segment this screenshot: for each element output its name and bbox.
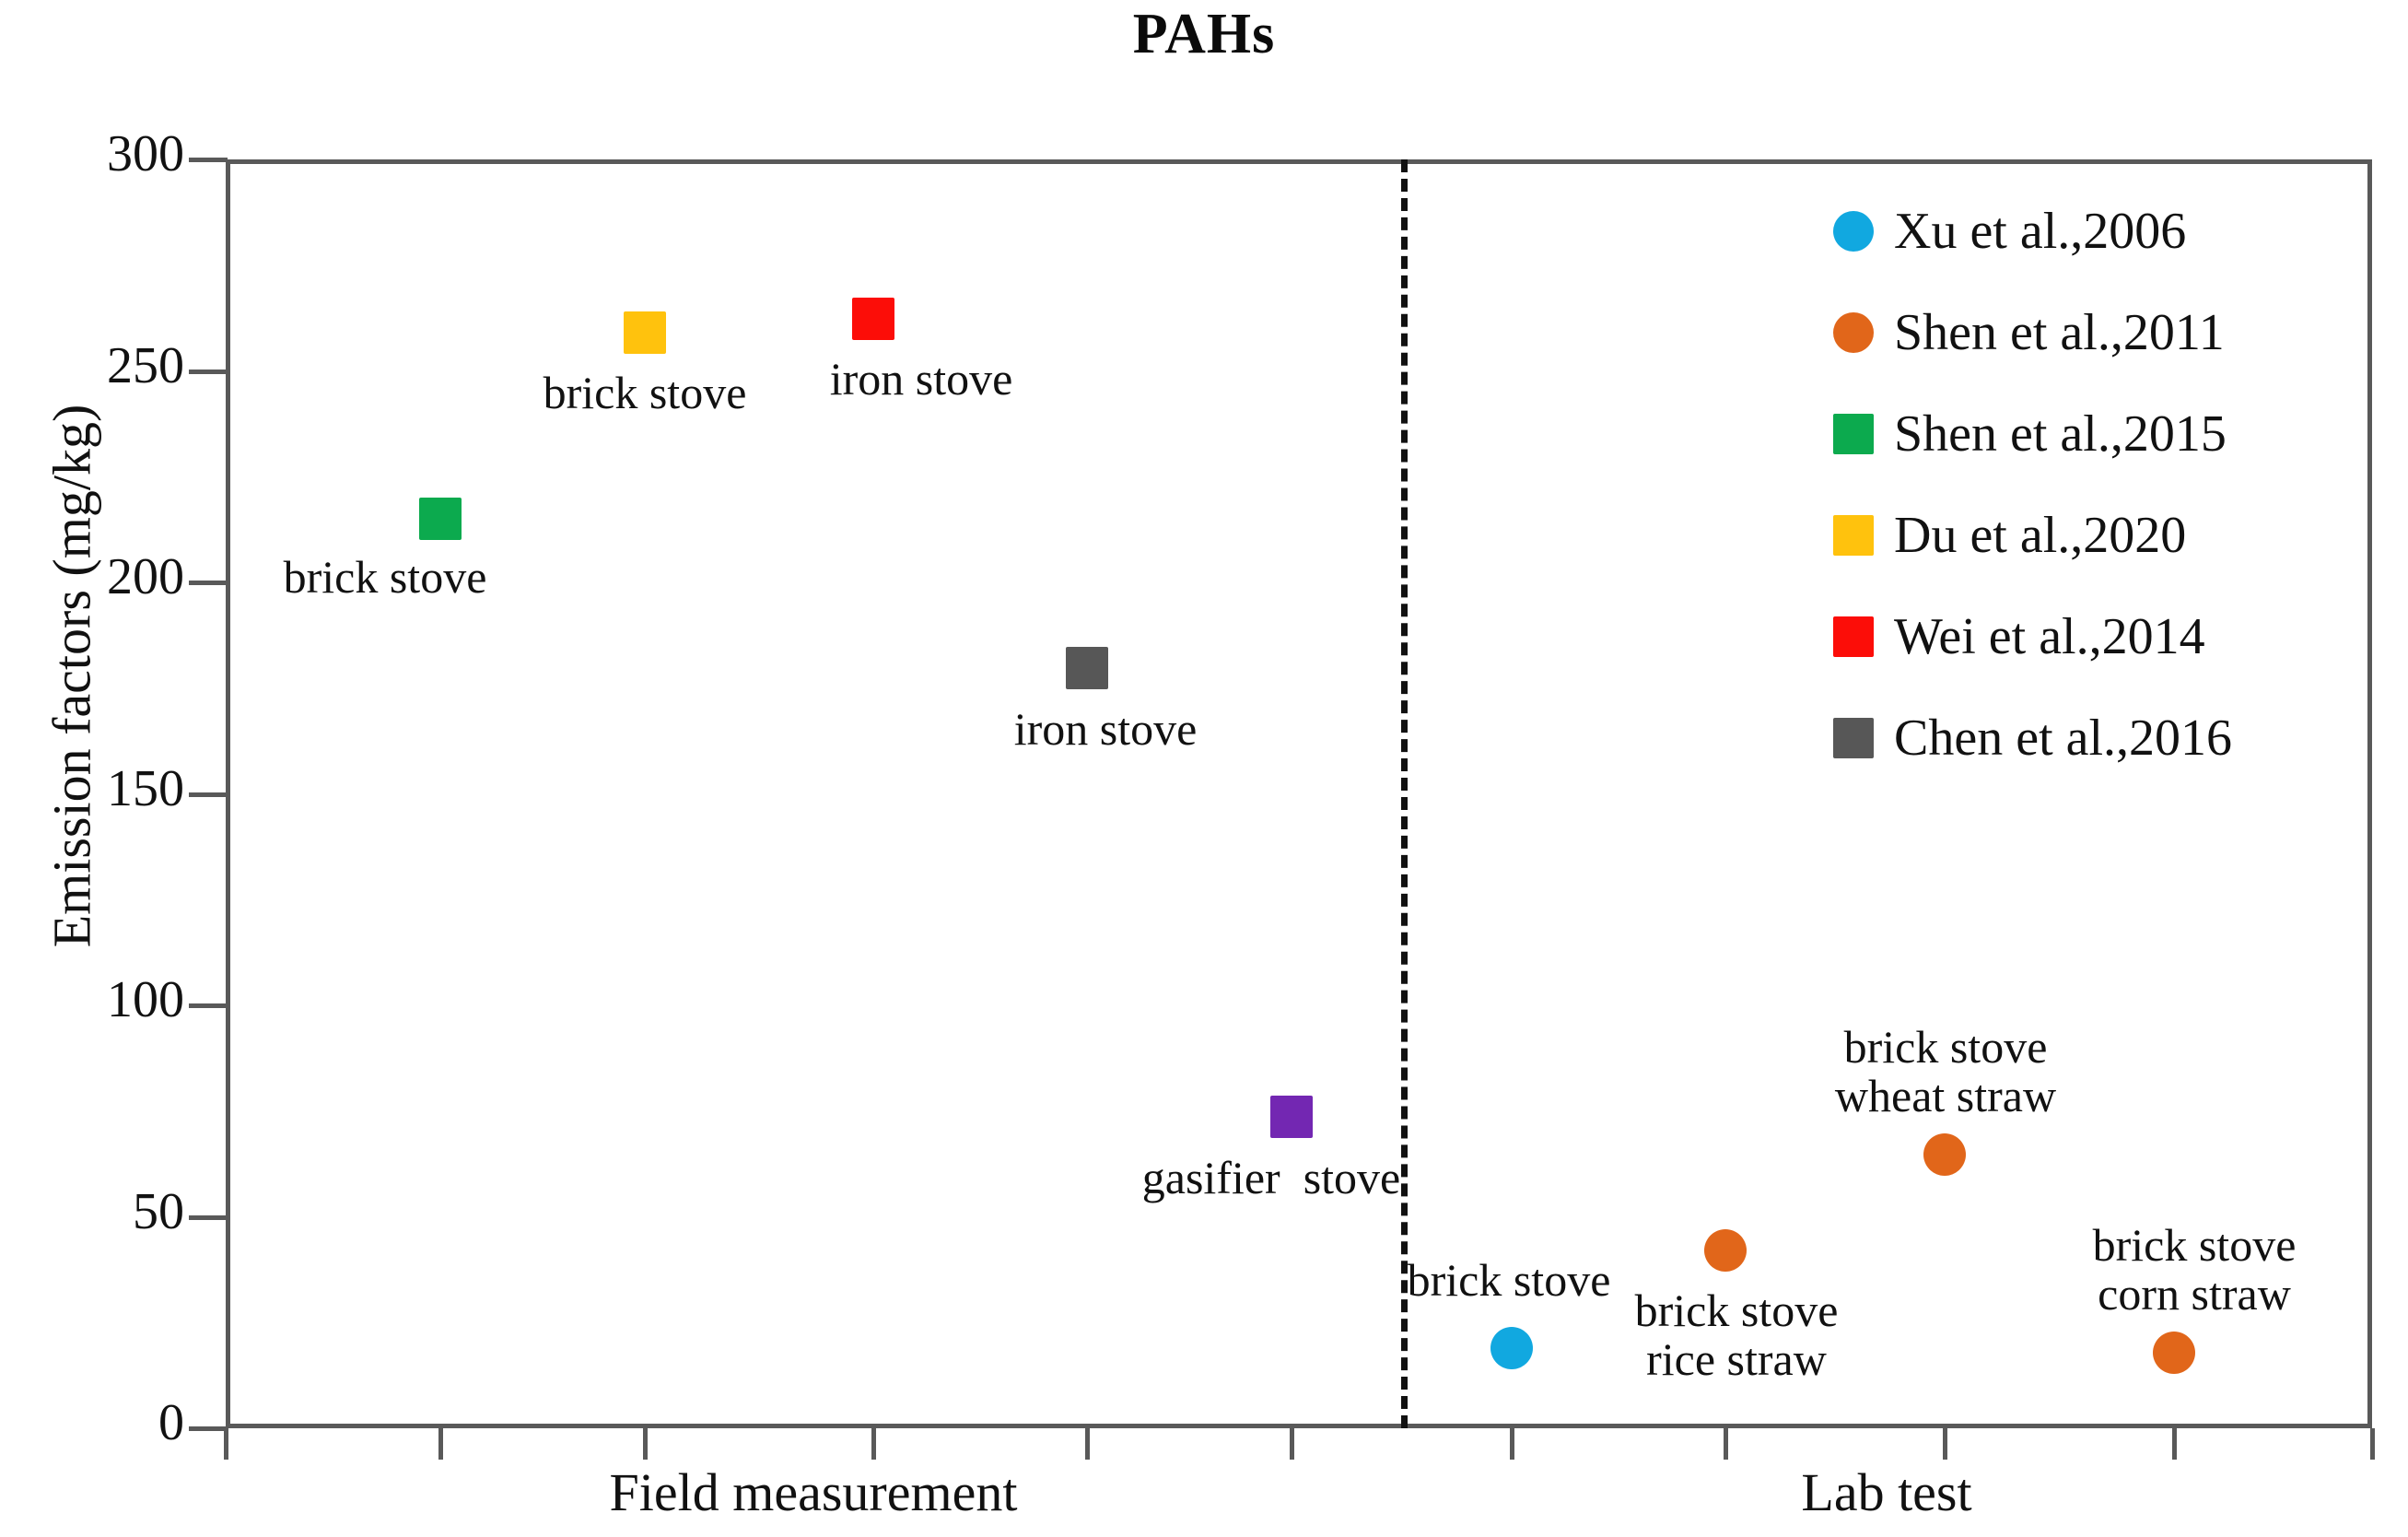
legend-item[interactable]: Chen et al.,2016	[1833, 687, 2386, 789]
legend-square-icon	[1833, 414, 1874, 454]
x-axis-tick-mark	[1085, 1428, 1090, 1460]
legend-circle-icon	[1833, 312, 1874, 353]
data-point-marker[interactable]	[1490, 1327, 1533, 1369]
x-axis-tick-mark	[643, 1428, 648, 1460]
group-divider-dashed-line	[1401, 159, 1408, 1428]
y-axis-tick-label: 50	[133, 1182, 184, 1240]
legend-item-label: Wei et al.,2014	[1894, 608, 2205, 665]
legend-item[interactable]: Wei et al.,2014	[1833, 586, 2386, 687]
x-axis-tick-mark	[1943, 1428, 1947, 1460]
legend-item-label: Du et al.,2020	[1894, 507, 2187, 564]
data-point-marker[interactable]	[1066, 647, 1108, 689]
data-point-marker[interactable]	[2153, 1332, 2195, 1374]
x-axis-tick-mark	[2172, 1428, 2177, 1460]
y-axis-tick-mark	[189, 1214, 228, 1220]
x-axis-tick-mark	[2370, 1428, 2375, 1460]
data-point-marker[interactable]	[852, 298, 894, 340]
x-axis-tick-mark	[871, 1428, 876, 1460]
y-axis-tick-mark	[189, 1003, 228, 1008]
data-point-label: brick stove	[283, 551, 487, 603]
data-point-label: brick stove	[543, 367, 747, 418]
legend-square-icon	[1833, 616, 1874, 657]
y-axis-tick-label: 300	[107, 125, 184, 182]
legend-item-label: Shen et al.,2011	[1894, 304, 2225, 361]
x-axis-group-label: Field measurement	[609, 1462, 1018, 1522]
legend-item[interactable]: Shen et al.,2015	[1833, 383, 2386, 485]
data-point-label: brick stove	[1407, 1254, 1611, 1306]
data-point-label: brick stove wheat straw	[1834, 1021, 2057, 1121]
legend-circle-icon	[1833, 211, 1874, 252]
y-axis-tick-label: 200	[107, 548, 184, 605]
x-axis-tick-mark	[1290, 1428, 1294, 1460]
legend-item[interactable]: Xu et al.,2006	[1833, 181, 2386, 282]
data-point-label: brick stove rice straw	[1634, 1285, 1839, 1385]
data-point-marker[interactable]	[419, 498, 462, 540]
y-axis-tick-mark	[189, 369, 228, 374]
legend-item-label: Chen et al.,2016	[1894, 710, 2233, 767]
y-axis-tick-mark	[189, 1426, 228, 1431]
x-axis-tick-mark	[224, 1428, 228, 1460]
plot-area	[226, 159, 2372, 1428]
y-axis-tick-label: 0	[158, 1394, 184, 1451]
x-axis-tick-mark	[1510, 1428, 1514, 1460]
y-axis-tick-mark	[189, 792, 228, 797]
data-point-label: brick stove corn straw	[2092, 1219, 2297, 1320]
data-point-marker[interactable]	[624, 311, 666, 354]
x-axis-group-label: Lab test	[1801, 1462, 1972, 1522]
x-axis-tick-mark	[438, 1428, 443, 1460]
legend-item[interactable]: Shen et al.,2011	[1833, 282, 2386, 383]
data-point-label: iron stove	[1013, 703, 1198, 755]
y-axis-tick-label: 100	[107, 971, 184, 1028]
legend-item-label: Xu et al.,2006	[1894, 203, 2187, 260]
legend-square-icon	[1833, 515, 1874, 556]
legend-square-icon	[1833, 718, 1874, 758]
y-axis-tick-label: 250	[107, 336, 184, 394]
data-point-label: iron stove	[829, 353, 1013, 405]
y-axis-tick-mark	[189, 158, 228, 162]
legend-item[interactable]: Du et al.,2020	[1833, 485, 2386, 586]
data-point-marker[interactable]	[1704, 1229, 1747, 1272]
legend-item-label: Shen et al.,2015	[1894, 405, 2227, 463]
y-axis-tick-label: 150	[107, 759, 184, 817]
y-axis-tick-mark	[189, 581, 228, 585]
data-point-label: gasifier stove	[1141, 1152, 1401, 1203]
data-point-marker[interactable]	[1923, 1133, 1966, 1176]
x-axis-tick-mark	[1724, 1428, 1728, 1460]
page-title: PAHs	[1132, 3, 1276, 65]
data-point-marker[interactable]	[1270, 1096, 1313, 1138]
